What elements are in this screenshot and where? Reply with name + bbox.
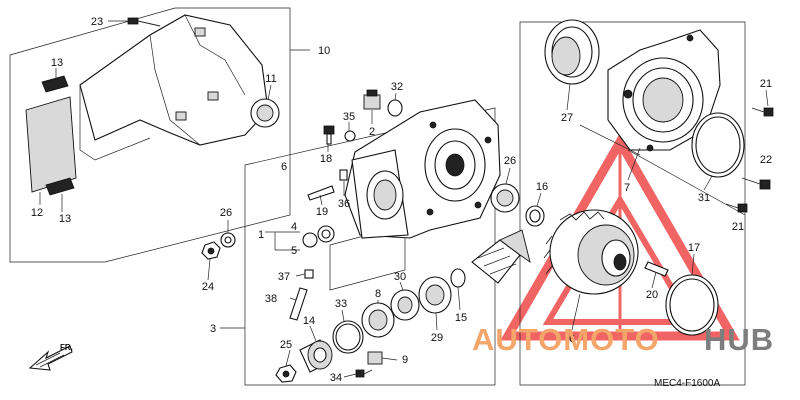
part-shim-5 <box>317 225 335 243</box>
front-direction-label: FR. <box>60 343 73 352</box>
callout-4: 4 <box>291 221 297 233</box>
callout-20: 20 <box>646 289 658 301</box>
callout-13-top: 13 <box>51 57 63 69</box>
callout-34: 34 <box>330 372 342 384</box>
callout-23: 23 <box>91 16 103 28</box>
part-pin-36 <box>339 169 348 181</box>
callout-26-left: 26 <box>220 207 232 219</box>
watermark-text-hub: HUB <box>704 322 774 357</box>
callout-19: 19 <box>316 206 328 218</box>
part-joint-14 <box>299 339 333 373</box>
callout-15: 15 <box>455 312 467 324</box>
part-seal-16 <box>525 205 545 227</box>
callout-30: 30 <box>394 271 406 283</box>
part-gear-case <box>344 99 501 239</box>
callout-6-upper: 6 <box>281 161 287 173</box>
callout-labels: 23 10 13 11 12 13 32 35 2 18 6 26 16 19 … <box>31 16 772 384</box>
part-nut-25 <box>275 364 297 383</box>
part-shim-4 <box>302 232 318 248</box>
callout-6-lower: 6 <box>569 333 575 345</box>
callout-24: 24 <box>202 281 214 293</box>
part-bolt-21-lower <box>725 203 748 213</box>
callout-25: 25 <box>280 339 292 351</box>
callout-36: 36 <box>338 198 350 210</box>
diagram-code: MEC4-F1600A <box>654 378 720 389</box>
callout-18: 18 <box>320 153 332 165</box>
part-pad-13-bottom <box>45 177 75 196</box>
callout-5: 5 <box>291 245 297 257</box>
callout-26-upper: 26 <box>504 155 516 167</box>
part-pad-13-top <box>41 75 69 93</box>
callout-9: 9 <box>402 354 408 366</box>
part-right-housing-7 <box>607 29 721 152</box>
callout-33: 33 <box>335 298 347 310</box>
part-cap-11 <box>250 98 280 128</box>
part-stud-19 <box>307 185 335 201</box>
callout-8: 8 <box>375 288 381 300</box>
callout-37: 37 <box>278 271 290 283</box>
group-box-cover <box>9 7 310 263</box>
part-nut-26-left <box>220 232 236 248</box>
callout-11: 11 <box>265 73 276 85</box>
part-pin-20 <box>644 261 669 277</box>
front-direction-arrow: FR. <box>28 343 73 371</box>
part-cover-10 <box>79 14 269 161</box>
leader-lines <box>39 20 769 378</box>
callout-16: 16 <box>536 181 548 193</box>
callout-1: 1 <box>258 229 264 241</box>
part-washer-35 <box>344 130 356 142</box>
watermark-text-automoto: AUTOMOTO <box>472 322 660 357</box>
part-ring-gear-6 <box>543 209 639 295</box>
callout-7: 7 <box>624 182 630 194</box>
callout-10: 10 <box>318 45 330 57</box>
part-spring-38 <box>289 287 308 321</box>
callout-13-bottom: 13 <box>59 213 71 225</box>
part-shim-15 <box>450 268 466 288</box>
part-bearing-30 <box>390 289 420 321</box>
callout-31: 31 <box>698 192 710 204</box>
callout-17: 17 <box>688 242 700 254</box>
callout-2: 2 <box>369 126 375 138</box>
callout-21-lower: 21 <box>732 221 744 233</box>
callout-22: 22 <box>760 154 772 166</box>
callout-21-upper: 21 <box>760 78 772 90</box>
part-bearing-26-upper <box>490 183 520 213</box>
part-bolt-34 <box>355 369 373 378</box>
part-pinion-gear <box>471 229 531 284</box>
callout-35: 35 <box>343 111 355 123</box>
part-oil-seal-27 <box>544 19 600 85</box>
callout-27: 27 <box>561 112 573 124</box>
part-gear-8 <box>361 302 395 338</box>
callout-3: 3 <box>210 323 216 335</box>
watermark-text: AUTOMOTO HUB <box>472 322 774 357</box>
callout-32: 32 <box>391 81 403 93</box>
callout-12: 12 <box>31 207 43 219</box>
part-breather-2 <box>363 89 381 110</box>
part-pin-37 <box>304 269 314 279</box>
part-pad-12 <box>25 96 77 193</box>
part-bearing-29 <box>418 276 452 314</box>
part-bolt-22 <box>741 177 771 190</box>
part-plate-9 <box>367 351 383 365</box>
part-oring-31 <box>691 112 745 178</box>
part-washer-32 <box>387 99 403 117</box>
part-nut-24 <box>201 241 221 260</box>
callout-38: 38 <box>265 293 277 305</box>
part-oring-33 <box>332 320 364 354</box>
callout-29: 29 <box>431 332 443 344</box>
callout-14: 14 <box>303 315 315 327</box>
part-bolt-23 <box>127 17 161 27</box>
part-bolt-21-upper <box>751 107 774 117</box>
part-bolt-18 <box>323 125 335 145</box>
